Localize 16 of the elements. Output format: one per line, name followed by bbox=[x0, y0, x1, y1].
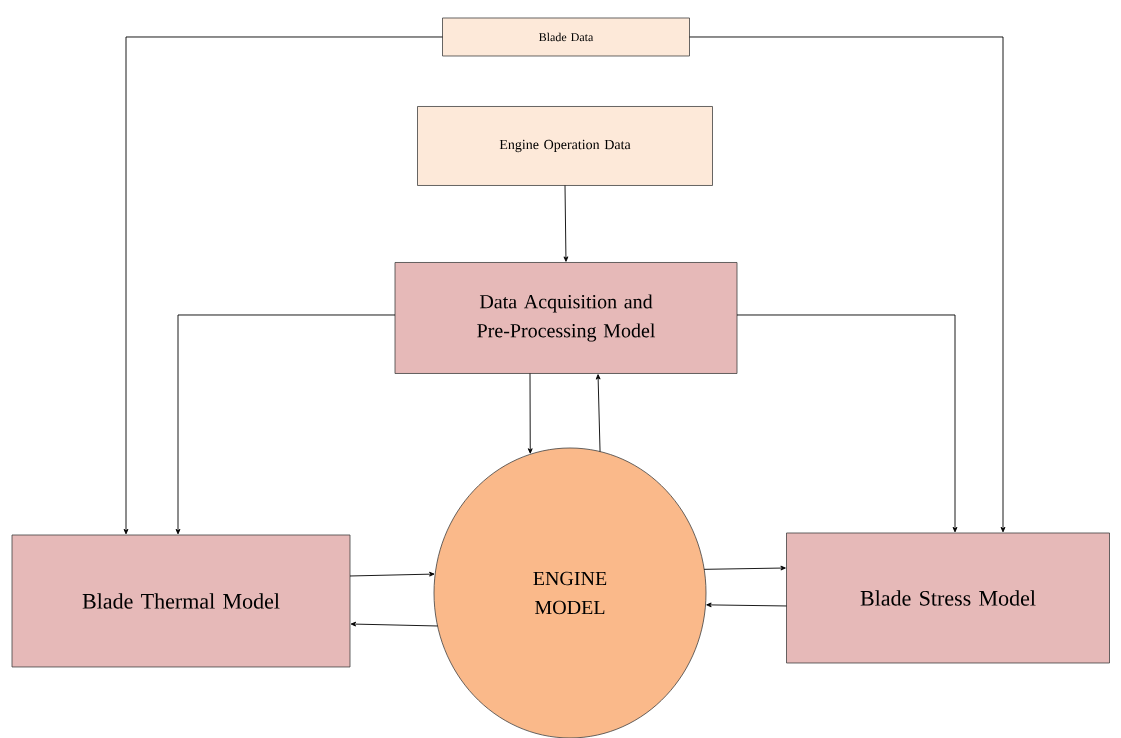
arrow bbox=[563, 185, 569, 262]
arrow bbox=[706, 602, 787, 608]
process-box: Data Acquisition and Pre-Processing Model bbox=[394, 262, 738, 374]
arrow bbox=[349, 571, 435, 577]
data-box: Engine Operation Data bbox=[417, 106, 713, 186]
data-box: Blade Data bbox=[442, 17, 690, 57]
arrow bbox=[527, 373, 533, 454]
arrow bbox=[736, 314, 958, 533]
arrow bbox=[175, 314, 396, 535]
arrow bbox=[350, 621, 439, 627]
model-box: Blade Stress Model bbox=[786, 532, 1110, 664]
arrow bbox=[123, 36, 443, 535]
arrow bbox=[689, 36, 1006, 533]
arrow bbox=[595, 374, 601, 453]
model-box: Blade Thermal Model bbox=[11, 534, 351, 668]
arrow bbox=[703, 565, 786, 571]
